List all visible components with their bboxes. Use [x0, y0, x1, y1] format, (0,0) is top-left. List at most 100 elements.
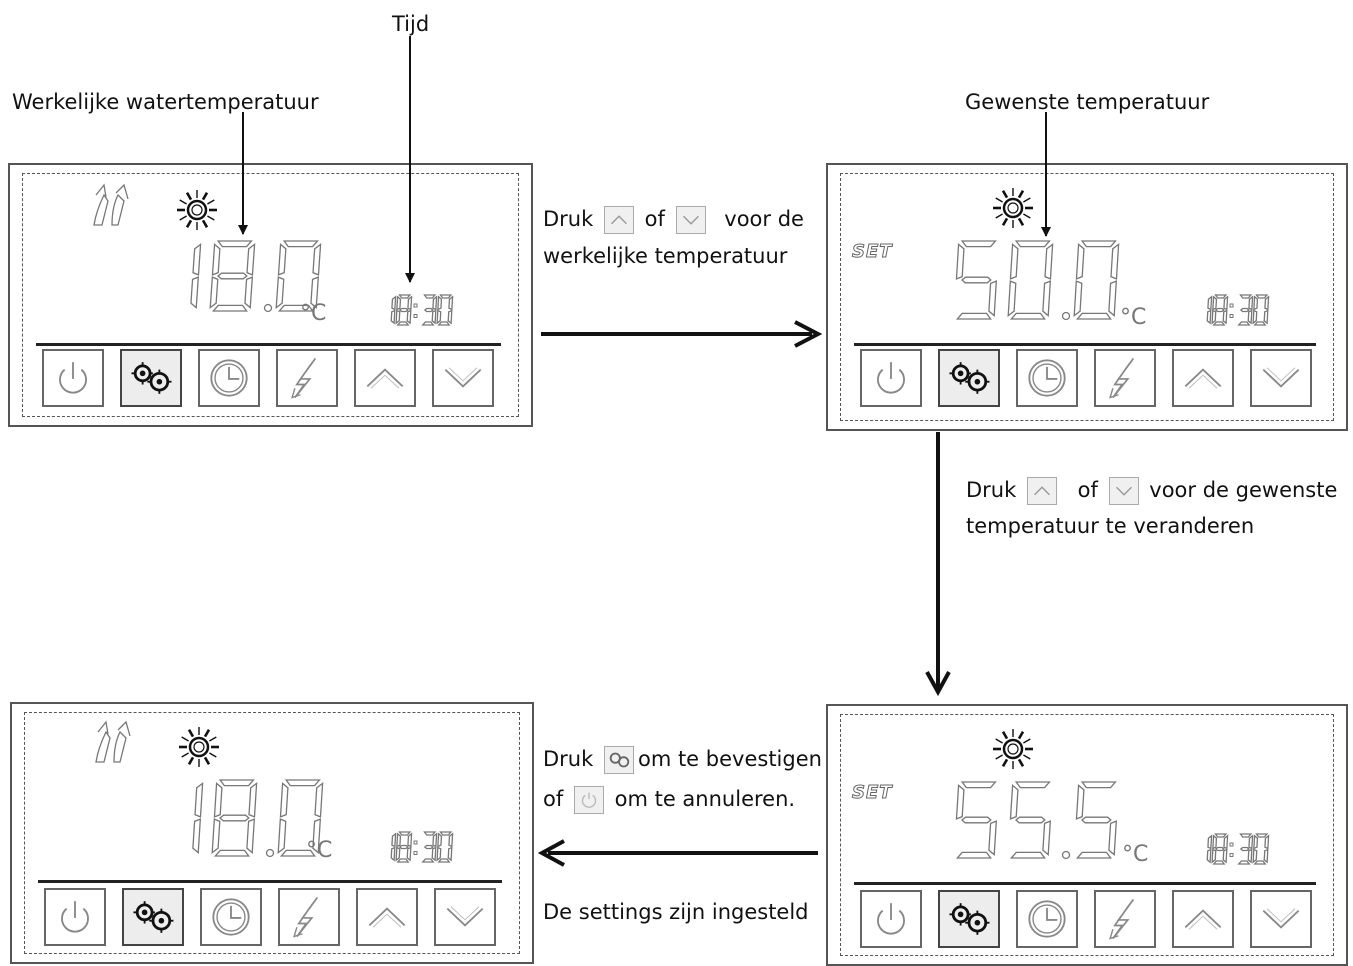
arrow-right: [541, 320, 823, 348]
clock-icon: [200, 351, 258, 405]
panel-dashed-border: [24, 712, 520, 954]
gear-button[interactable]: [938, 349, 1000, 407]
step2-press-word: Druk: [966, 478, 1017, 502]
step3-press-word: Druk: [543, 747, 594, 771]
lightning-button[interactable]: [278, 888, 340, 946]
sun-icon: [990, 726, 1036, 772]
panel-dashed-border: [22, 173, 519, 417]
up-button-mini-icon: [603, 206, 634, 234]
clock-icon: [1018, 351, 1076, 405]
gear-icon: [124, 890, 182, 944]
down-button-mini-icon: [675, 206, 706, 234]
step3-cancel-text: om te annuleren.: [614, 787, 796, 811]
down-button[interactable]: [432, 349, 494, 407]
step1-or-word: of: [644, 207, 665, 231]
display-panel-bottom-right: SET °C: [826, 704, 1348, 966]
step3-done-text: De settings zijn ingesteld: [543, 900, 809, 924]
gear-icon: [122, 351, 180, 405]
down-icon: [1252, 892, 1310, 946]
lightning-icon: [1096, 351, 1154, 405]
gear-icon: [940, 892, 998, 946]
clock-button[interactable]: [198, 349, 260, 407]
step1-line2: werkelijke temperatuur: [543, 244, 788, 268]
gear-icon: [940, 351, 998, 405]
step2-line1-end: voor de gewenste: [1149, 478, 1338, 502]
up-button[interactable]: [1172, 349, 1234, 407]
power-button[interactable]: [42, 349, 104, 407]
up-icon: [358, 890, 416, 944]
up-button[interactable]: [1172, 890, 1234, 948]
step3-confirm-text: om te bevestigen: [637, 747, 822, 771]
clock-button[interactable]: [200, 888, 262, 946]
temperature-readout: [954, 240, 1128, 321]
down-icon: [436, 890, 494, 944]
step3-line1: Druk om te bevestigen: [543, 746, 822, 774]
power-icon: [46, 890, 104, 944]
step2-line2: temperatuur te veranderen: [966, 514, 1255, 538]
temperature-readout: [156, 240, 330, 313]
temperature-unit: °C: [1122, 842, 1149, 867]
sun-icon: [174, 187, 220, 233]
lightning-button[interactable]: [276, 349, 338, 407]
sun-icon: [990, 185, 1036, 231]
up-button-mini-icon: [1026, 477, 1057, 505]
step2-line1: Druk of voor de gewenste: [966, 477, 1337, 505]
arrow-left: [537, 839, 818, 867]
sun-icon: [176, 724, 222, 770]
up-button[interactable]: [356, 888, 418, 946]
panel-dashed-border: [840, 714, 1334, 956]
temperature-unit: °C: [306, 838, 333, 863]
lightning-button[interactable]: [1094, 349, 1156, 407]
clock-icon: [1018, 892, 1076, 946]
power-button[interactable]: [44, 888, 106, 946]
down-icon: [434, 351, 492, 405]
gear-button[interactable]: [122, 888, 184, 946]
time-label: Tijd: [392, 12, 430, 36]
actual-water-temp-label: Werkelijke watertemperatuur: [12, 90, 319, 114]
power-icon: [862, 892, 920, 946]
clock-icon: [202, 890, 260, 944]
arrow-down: [925, 432, 951, 697]
step3-line2: of om te annuleren.: [543, 786, 795, 814]
gear-button[interactable]: [938, 890, 1000, 948]
down-button[interactable]: [1250, 890, 1312, 948]
power-button[interactable]: [860, 890, 922, 948]
panel-dashed-border: [840, 173, 1334, 421]
set-indicator: SET: [852, 241, 893, 263]
down-button-mini-icon: [1108, 477, 1139, 505]
clock-button[interactable]: [1016, 890, 1078, 948]
panel-divider: [36, 343, 501, 346]
temperature-unit: °C: [1120, 305, 1147, 330]
gear-button-mini-icon: [603, 746, 634, 774]
step1-press-word: Druk: [543, 207, 594, 231]
step3-or-word: of: [543, 787, 564, 811]
temperature-readout: [158, 779, 332, 858]
down-button[interactable]: [434, 888, 496, 946]
fan-icon: [88, 720, 136, 764]
set-indicator: SET: [852, 782, 893, 804]
power-button-mini-icon: [573, 786, 604, 814]
display-panel-bottom-left: °C: [10, 702, 534, 964]
up-icon: [1174, 351, 1232, 405]
lightning-button[interactable]: [1094, 890, 1156, 948]
down-button[interactable]: [1250, 349, 1312, 407]
gear-button[interactable]: [120, 349, 182, 407]
step2-or-word: of: [1077, 478, 1098, 502]
panel-divider: [854, 343, 1316, 346]
display-panel-top-right: SET °C: [826, 163, 1348, 431]
display-panel-top-left: °C: [8, 163, 533, 427]
time-readout: [380, 831, 454, 863]
up-button[interactable]: [354, 349, 416, 407]
temperature-readout: [954, 781, 1128, 860]
power-icon: [44, 351, 102, 405]
lightning-icon: [278, 351, 336, 405]
step1-line1-end: voor de: [724, 207, 804, 231]
lightning-icon: [280, 890, 338, 944]
time-readout: [1196, 294, 1270, 326]
power-button[interactable]: [860, 349, 922, 407]
step1-line1: Druk of voor de: [543, 206, 804, 234]
time-readout: [380, 294, 454, 326]
lightning-icon: [1096, 892, 1154, 946]
clock-button[interactable]: [1016, 349, 1078, 407]
time-readout: [1196, 833, 1270, 865]
